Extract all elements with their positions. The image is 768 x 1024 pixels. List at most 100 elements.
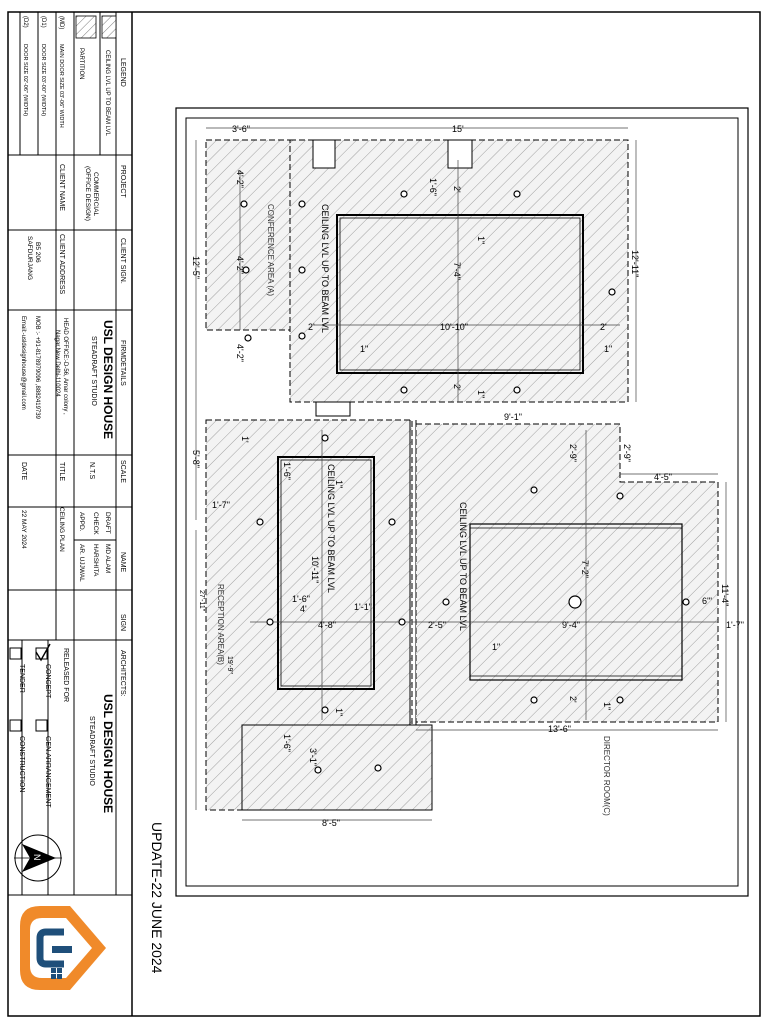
client-address-label: CLIENT ADDRESS [58,234,65,294]
name-label: NAME [119,552,126,573]
dim-12-5: 12'-5" [191,256,201,279]
legend-code-md: (MD) [58,16,64,29]
firm-studio: STEADRAFT STUDIO [90,336,97,406]
legend-ceiling-swatch [101,15,117,39]
dim-9-4: 9'-4" [562,620,580,630]
reception-area-label: RECEPTION AREA(B) [216,584,225,665]
dim-1in-e: 1" [334,480,344,488]
dim-5-8: 5'-8" [191,450,201,468]
conference-area-label: CONFERENCE AREA (A) [266,204,275,296]
dim-2-b: 2' [308,322,315,332]
north-label: N [32,854,42,861]
dim-13-6: 13'-6" [548,724,571,734]
check-role: CHECK [92,512,99,535]
date-label: DATE [20,462,27,480]
release-concept-label: CONCEPT [44,664,51,699]
dim-1in-b: 1" [360,344,368,354]
release-tender-label: TENDER [18,664,25,693]
conference-ceiling-inner [339,217,581,371]
client-address-1: B5 206 [34,242,41,263]
project-label: PROJECT [119,165,126,198]
draft-role: DRAFT [104,512,111,534]
legend-header: LEGEND [119,58,126,87]
legend-item-md: MAIN DOOR SIZE 03'-06" WIDTH [58,44,64,128]
dim-4-5: 4'-5" [654,472,672,482]
dim-19-9: 19'-9" [226,656,233,674]
release-genarr-label: GEN.ARRANGEMENT [44,736,51,808]
legend-item-d2: DOOR SIZE 02'-06" (WIDTH) [22,44,28,116]
dim-2-e: 2' [568,696,578,703]
architects-name: USL DESIGN HOUSE [101,694,115,813]
firm-label: FIRMDETAILS [119,340,126,386]
dim-2-9-a: 2'-9" [568,444,578,462]
dim-9-1: 9'-1" [504,412,522,422]
floor-plan: CONFERENCE AREA (A) RECEPTION AREA(B) DI… [191,124,744,828]
legend-item-partition: PARTITION [78,48,84,79]
legend-item-ceiling: CEILING LVL UP TO BEAM LVL [104,50,110,137]
release-genarr-checkbox[interactable] [35,719,48,732]
dim-1-6-mid: 1'-6" [282,462,292,480]
dim-1in-c: 1" [604,344,612,354]
dim-1-7-a: 1'-7" [212,500,230,510]
dim-10-10: 10'-10" [440,322,468,332]
client-address-2: SAFDURJANG [26,236,33,280]
release-construction-checkbox[interactable] [9,719,22,732]
dim-1-1: 1'-1" [354,602,372,612]
firm-mobile: MOB :- +91-8178979096 ,8882419739 [34,316,40,420]
ceiling-light-icon [240,190,690,774]
conference-side-strip [205,139,291,331]
drawing-frame-inner [185,117,739,887]
drawing-frame-outer [175,107,749,897]
dim-1-6-top: 1'-6" [428,178,438,196]
dim-27-11: 27'-11" [198,590,205,612]
client-sign-label: CLIENT SIGN. [119,238,126,284]
release-construction-label: CONSTRUCTION [18,736,25,792]
release-concept-check-icon [35,643,51,662]
director-ceiling-label: CEILING LVL UP TO BEAM LVL [458,502,468,631]
legend-code-d1: (D1) [40,16,46,28]
dim-2-9-b: 2'-9" [622,444,632,462]
dim-1-7-b: 1'-7" [726,620,744,630]
dim-1-6-low: 1'-6" [292,594,310,604]
reception-ceiling-inner [280,459,372,687]
project-value-1: COMMERCIAL [92,172,99,216]
sign-label: SIGN [119,614,126,631]
title-block [8,12,132,896]
dim-1in-g: 1" [334,708,344,716]
update-note: UPDATE-22 JUNE 2024 [149,822,165,974]
dim-2-c: 2' [600,322,607,332]
usl-logo-icon [20,906,106,990]
dim-1in-h: 1" [602,702,612,710]
dim-4-2-b: 4'-2" [235,256,245,274]
director-room-label: DIRECTOR ROOM(C) [602,736,611,816]
dim-4: 4' [300,604,307,614]
reception-lower-block [241,724,433,811]
north-arrow-icon: N [14,834,62,882]
dim-2-5: 2'-5" [428,620,446,630]
reception-ceiling-rect [277,456,375,690]
dim-2-a: 2' [452,186,462,193]
dim-1in-d: 1" [476,390,486,398]
dim-3-6: 3'-6" [232,124,250,134]
dim-11-4: 11'-4" [720,584,730,606]
dim-2-d: 2' [452,384,462,391]
appd-name: AR. UJJWAL [78,544,85,582]
dim-6: 6'" [702,596,712,606]
dim-8-5: 8'-5" [322,818,340,828]
firm-name: USL DESIGN HOUSE [101,320,115,439]
client-name-label: CLIENT NAME [58,164,65,211]
architects-studio: STEADRAFT STUDIO [88,716,95,786]
sheet-outer-border [7,11,761,1017]
legend-item-d1: DOOR SIZE 03'-00" (WIDTH) [40,44,46,116]
project-value-2: (OFFICE DESIGN) [84,166,91,221]
dim-7-2: 7'-2" [580,560,590,578]
legend-partition-swatch [75,15,97,39]
release-tender-checkbox[interactable] [9,647,22,660]
reception-ceiling-label: CEILING LVL UP TO BEAM LVL [326,464,336,593]
dim-12-11: 12'-11" [630,250,640,277]
dim-4-8: 4'-8" [318,620,336,630]
legend-code-d2: (D2) [22,16,28,28]
dim-4-2-c: 4'-2" [235,344,245,362]
check-name: HARSHITA [92,544,99,577]
